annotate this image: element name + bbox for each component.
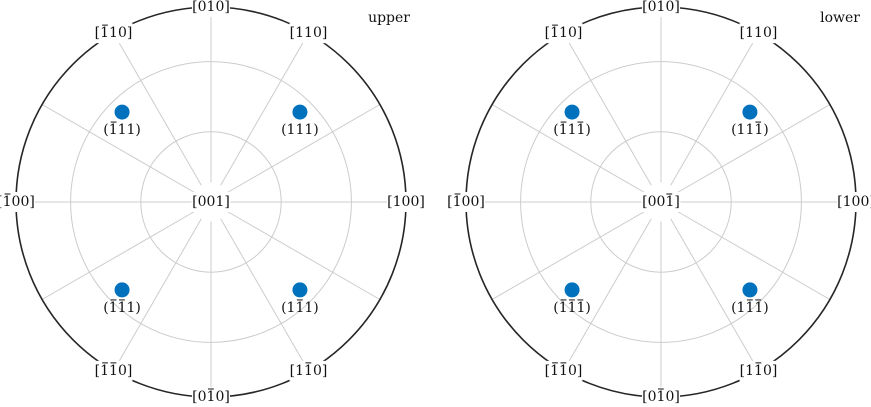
label-backdrop	[544, 23, 583, 44]
direction-label: [110]	[545, 362, 583, 379]
direction-label-text: [100]	[387, 194, 425, 210]
direction-label: [110]	[740, 362, 778, 379]
label-backdrop	[94, 23, 133, 44]
pole-marker	[564, 104, 580, 120]
grid-spoke	[563, 218, 652, 372]
direction-label-text: [110]	[95, 25, 133, 41]
direction-label: [001]	[192, 194, 230, 210]
grid-spoke	[227, 104, 381, 193]
direction-label-text: [110]	[545, 25, 583, 41]
pole-marker	[742, 104, 758, 120]
grid-spoke	[227, 211, 381, 300]
grid-spoke	[670, 32, 759, 186]
label-backdrop	[739, 23, 778, 44]
direction-label: [110]	[290, 362, 328, 379]
direction-label-text: [010]	[642, 0, 680, 15]
direction-label-text: [110]	[740, 25, 778, 41]
pole-label: (111)	[731, 299, 769, 316]
direction-label: [010]	[192, 388, 230, 405]
direction-label-text: [100]	[447, 194, 485, 210]
lower-hemisphere-plot: [010] [110] [100] [110] [010] [110] [100] [110]…	[447, 0, 871, 407]
grid-spoke	[491, 211, 645, 300]
pole-label-text: (111)	[553, 300, 591, 316]
label-backdrop	[0, 192, 35, 212]
grid-spoke	[41, 104, 195, 193]
pole-marker	[292, 104, 308, 120]
label-backdrop	[387, 192, 425, 212]
direction-label-text: [100]	[0, 194, 35, 210]
pole-marker	[292, 282, 308, 298]
pole-label: (111)	[281, 299, 319, 316]
grid-spoke	[220, 218, 309, 372]
grid-spoke	[677, 211, 831, 300]
hemisphere-title: lower	[820, 10, 860, 26]
pole-label: (111)	[103, 121, 141, 138]
label-backdrop	[94, 360, 133, 381]
grid-spoke	[113, 32, 202, 186]
grid-spoke	[563, 32, 652, 186]
direction-label: [110]	[740, 25, 778, 41]
hemisphere-title: upper	[368, 10, 410, 26]
pole-label-text: (111)	[103, 122, 141, 138]
pole-label-text: (111)	[103, 300, 141, 316]
pole-label-text: (111)	[281, 300, 319, 316]
direction-label-text: [110]	[95, 363, 133, 379]
label-backdrop	[289, 360, 328, 381]
grid-spoke	[41, 211, 195, 300]
direction-label: [110]	[95, 362, 133, 379]
label-backdrop	[447, 192, 485, 212]
pole-marker	[564, 282, 580, 298]
direction-label: [110]	[290, 25, 328, 41]
direction-label: [010]	[642, 388, 680, 405]
label-backdrop	[192, 0, 230, 17]
pole-label: (111)	[731, 121, 769, 138]
direction-label-text: [110]	[290, 363, 328, 379]
grid-spoke	[677, 104, 831, 193]
upper-hemisphere-plot: [010] [110] [100] [110] [010] [110] [100] [110]…	[0, 0, 425, 407]
label-backdrop	[837, 192, 871, 212]
pole-label-text: (111)	[553, 122, 591, 138]
direction-label: [100]	[387, 194, 425, 210]
label-backdrop	[289, 23, 328, 44]
pole-marker	[114, 104, 130, 120]
label-backdrop	[544, 360, 583, 381]
direction-label-text: [100]	[837, 194, 871, 210]
direction-label: [110]	[95, 24, 133, 41]
label-backdrop	[192, 387, 230, 407]
direction-label-text: [010]	[642, 389, 680, 405]
direction-label-text: [010]	[192, 0, 230, 15]
direction-label-text: [110]	[290, 25, 328, 41]
grid-spoke	[113, 218, 202, 372]
direction-label: [001]	[642, 193, 680, 210]
direction-label-text: [001]	[642, 194, 680, 210]
grid-spoke	[670, 218, 759, 372]
direction-label-text: [010]	[192, 389, 230, 405]
direction-label-text: [001]	[192, 194, 230, 210]
pole-label: (111)	[553, 299, 591, 316]
direction-label: [010]	[642, 0, 680, 15]
direction-label: [100]	[0, 193, 35, 210]
label-backdrop	[192, 192, 230, 212]
label-backdrop	[739, 360, 778, 381]
pole-label: (111)	[281, 122, 319, 138]
grid-spoke	[220, 32, 309, 186]
direction-label: [100]	[447, 193, 485, 210]
label-backdrop	[642, 0, 680, 17]
grid-spoke	[491, 104, 645, 193]
pole-label: (111)	[103, 299, 141, 316]
pole-label: (111)	[553, 121, 591, 138]
direction-label: [110]	[545, 24, 583, 41]
direction-label-text: [110]	[545, 363, 583, 379]
label-backdrop	[642, 192, 680, 212]
direction-label: [010]	[192, 0, 230, 15]
pole-marker	[742, 282, 758, 298]
label-backdrop	[642, 387, 680, 407]
pole-label-text: (111)	[731, 300, 769, 316]
pole-label-text: (111)	[731, 122, 769, 138]
pole-label-text: (111)	[281, 122, 319, 138]
direction-label-text: [110]	[740, 363, 778, 379]
pole-marker	[114, 282, 130, 298]
direction-label: [100]	[837, 194, 871, 210]
